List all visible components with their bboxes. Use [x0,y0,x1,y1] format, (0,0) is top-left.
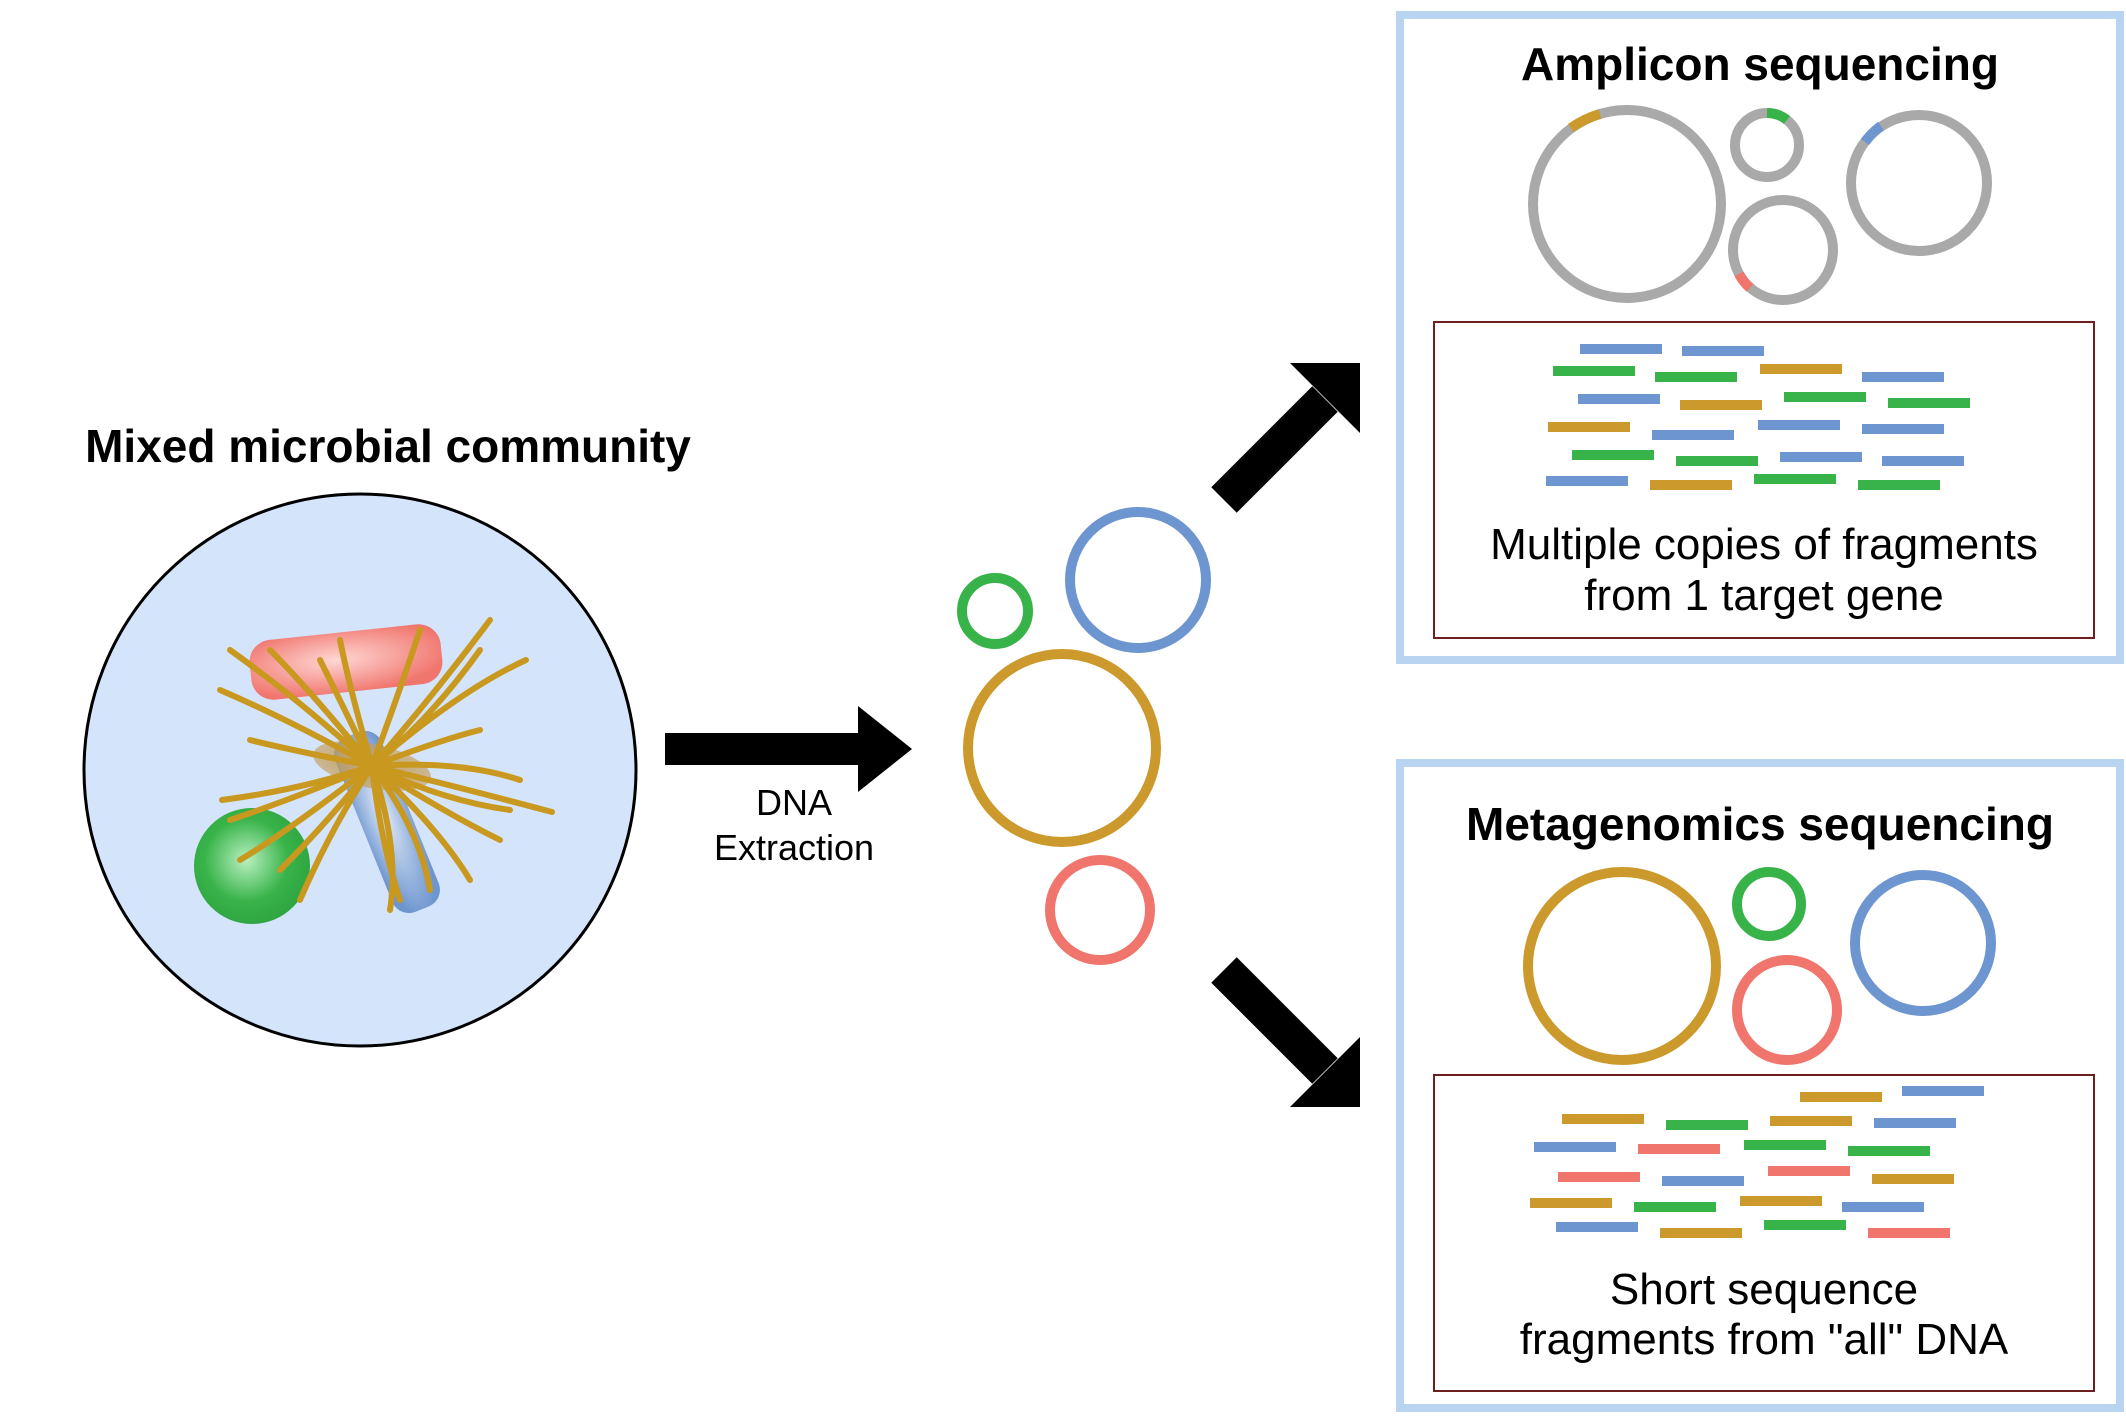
amplicon-caption-line1: Multiple copies of fragments [1490,520,2038,569]
amplicon-caption-line2: from 1 target gene [1584,571,1944,620]
extracted-dna-plasmids [957,507,1211,965]
amplicon-genome-circles [1528,105,1992,305]
arrow-to-metagenomics [1211,957,1360,1107]
metagenomics-reads [1530,1086,1984,1238]
metagenomics-caption-line1: Short sequence [1610,1265,1918,1314]
amplicon-panel: Amplicon sequencing [1396,11,2124,664]
metagenomics-genome-circles [1523,867,1996,1065]
gold-flagella [217,617,555,913]
extraction-arrow [665,706,912,792]
amplicon-reads [1546,344,1970,490]
microbial-community-illustration [82,492,638,1048]
metagenomics-title: Metagenomics sequencing [1466,798,2054,850]
community-title: Mixed microbial community [85,420,691,472]
arrow-label-extraction: Extraction [714,827,874,868]
dna-circle-green [957,573,1033,649]
arrow-label-dna: DNA [756,782,832,823]
metagenomics-caption-line2: fragments from "all" DNA [1520,1315,2009,1364]
dna-circle-red [1045,855,1155,965]
arrow-to-amplicon [1211,363,1360,513]
metagenomics-panel: Metagenomics sequencing [1396,759,2124,1412]
amplicon-title: Amplicon sequencing [1521,38,1999,90]
dna-circle-gold [963,649,1161,847]
dna-circle-blue [1065,507,1211,653]
metagenomics-reads-box [1433,1074,2095,1392]
